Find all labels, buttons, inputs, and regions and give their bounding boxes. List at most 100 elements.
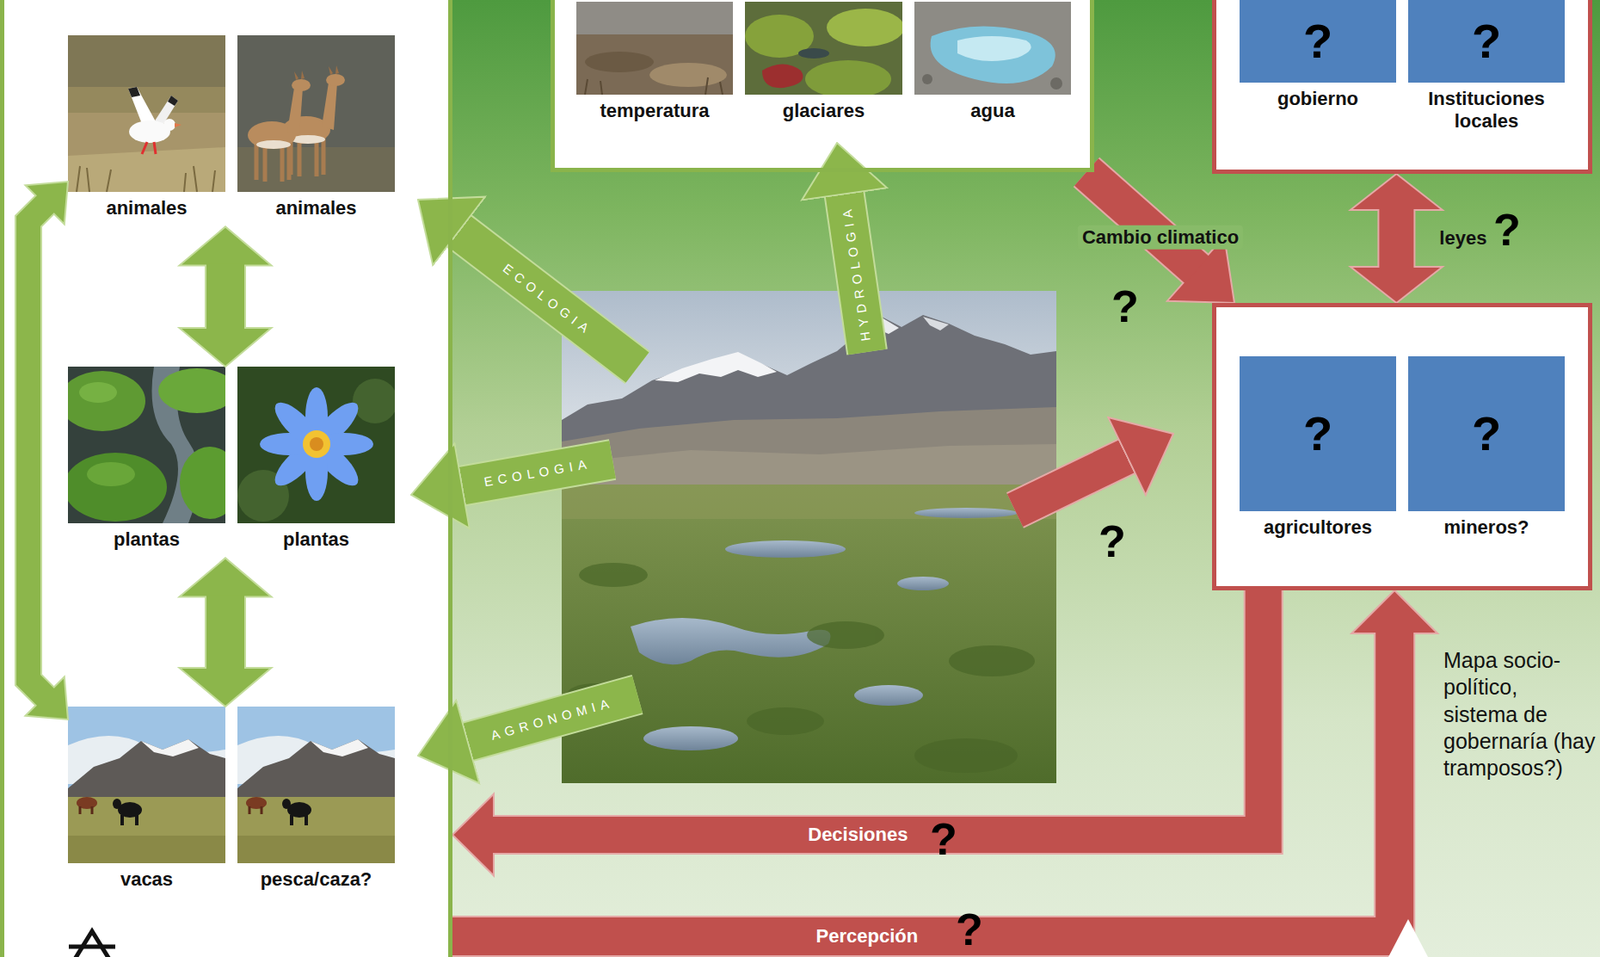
image-card: glaciares	[744, 1, 903, 130]
cattle-photo	[67, 706, 226, 863]
bird-photo	[67, 35, 226, 192]
arrow-label: ECOLOGIA	[482, 456, 592, 489]
flow-arrow	[179, 557, 272, 707]
arrow-shaft	[28, 203, 47, 698]
arrow-head	[179, 226, 272, 265]
card-label: animales	[67, 191, 226, 227]
flow-arrow	[179, 226, 272, 367]
card-label: plantas	[67, 523, 226, 558]
water-photo	[914, 1, 1071, 95]
image-card: animales	[67, 35, 226, 227]
arrow-head	[179, 327, 272, 367]
image-card: plantas	[67, 366, 226, 558]
arrow-head	[1351, 590, 1438, 634]
actor-panel: ? gobierno? Instituciones locales	[1212, 0, 1593, 174]
arrow-outline	[1377, 208, 1416, 269]
actor-label: agricultores	[1239, 510, 1397, 546]
arrow-outline	[28, 203, 47, 698]
red-arrow	[1015, 455, 1127, 511]
question-mark: ?	[1098, 518, 1127, 564]
card-label: agua	[914, 94, 1071, 130]
image-card: agua	[914, 1, 1071, 130]
card-label: vacas	[67, 862, 226, 898]
arrow-outline	[452, 631, 1395, 936]
card-label: plantas	[237, 523, 395, 558]
wetland-photo	[744, 1, 905, 99]
arrow-head	[1350, 173, 1443, 210]
arrow-outline	[459, 193, 868, 742]
flow-arrow	[25, 181, 69, 720]
actor-panel: ?agricultores?mineros?	[1212, 302, 1593, 591]
actor-square: ?	[1408, 356, 1565, 511]
arrow-outline	[1015, 455, 1127, 511]
question-mark: ?	[1303, 17, 1333, 66]
actor-card: ? agricultores	[1239, 356, 1397, 546]
terrain-photo	[576, 1, 733, 95]
group-panel: temperatura glaciares agua	[550, 0, 1095, 173]
edge-label: Decisiones	[807, 823, 908, 846]
arrow-head	[1350, 266, 1443, 303]
image-card: plantas	[237, 366, 395, 558]
question-mark: ?	[929, 816, 958, 862]
arrow-head	[452, 793, 494, 876]
arrow-shaft	[1086, 172, 1198, 271]
flow-arrow	[452, 590, 1264, 876]
image-card: animales	[237, 35, 395, 227]
actor-card: ? gobierno	[1239, 0, 1397, 117]
question-mark: ?	[1471, 17, 1502, 66]
arrow-head	[179, 667, 272, 707]
question-mark: ?	[1493, 207, 1521, 253]
actor-card: ? Instituciones locales	[1408, 0, 1565, 141]
note-text: Mapa socio-político, sistema de gobernar…	[1443, 646, 1597, 782]
arrow-shaft	[206, 594, 245, 670]
actor-label: Instituciones locales	[1408, 82, 1565, 141]
cushion-plant-photo	[59, 366, 240, 524]
image-card: pesca/caza?	[237, 706, 395, 898]
card-label: temperatura	[576, 94, 733, 130]
actor-label: mineros?	[1408, 510, 1565, 546]
flower-photo	[237, 366, 398, 524]
actor-square: ?	[1408, 0, 1565, 83]
arrow-shaft	[1378, 208, 1414, 269]
card-label: glaciares	[744, 94, 903, 130]
arrow-outline	[1086, 172, 1198, 271]
logo-symbol	[68, 930, 116, 957]
edge-label: leyes	[1439, 227, 1487, 250]
actor-card: ?mineros?	[1408, 356, 1565, 546]
cattle-photo	[237, 706, 395, 863]
panel-fill	[1212, 302, 1593, 591]
edge-label: Percepción	[816, 924, 919, 948]
flow-arrow	[452, 590, 1438, 936]
arrow-shaft	[492, 590, 1264, 835]
card-label: pesca/caza?	[237, 862, 395, 898]
arrow-head	[179, 557, 272, 597]
arrow-shaft	[452, 631, 1395, 936]
green-arrow	[459, 193, 868, 742]
arrow-outline	[204, 263, 247, 330]
arrow-shaft	[206, 263, 245, 330]
group-panel: animales animales plantas plantas vacas pesca…	[0, 0, 453, 957]
arrow-outline	[204, 594, 247, 670]
actor-square: ?	[1239, 0, 1397, 83]
question-mark: ?	[955, 906, 984, 952]
flow-arrow	[1350, 173, 1443, 303]
panel-fill	[1212, 0, 1593, 174]
actor-square: ?	[1239, 356, 1397, 511]
panel-fill	[550, 0, 1095, 173]
arrow-label: HYDROLOGIA	[839, 203, 873, 343]
edge-label: Cambio climatico	[1077, 225, 1244, 250]
arrow-label: AGRONOMIA	[489, 695, 616, 742]
arrow-outline	[492, 590, 1264, 835]
vicuna-photo	[237, 35, 395, 192]
question-mark: ?	[1111, 283, 1139, 329]
white-triangle	[1388, 918, 1428, 957]
panel-fill	[0, 0, 453, 957]
question-mark: ?	[1303, 409, 1333, 458]
card-label: animales	[237, 191, 395, 227]
arrow-label: ECOLOGIA	[501, 260, 596, 338]
image-card: temperatura	[576, 1, 733, 130]
actor-label: gobierno	[1239, 82, 1397, 117]
